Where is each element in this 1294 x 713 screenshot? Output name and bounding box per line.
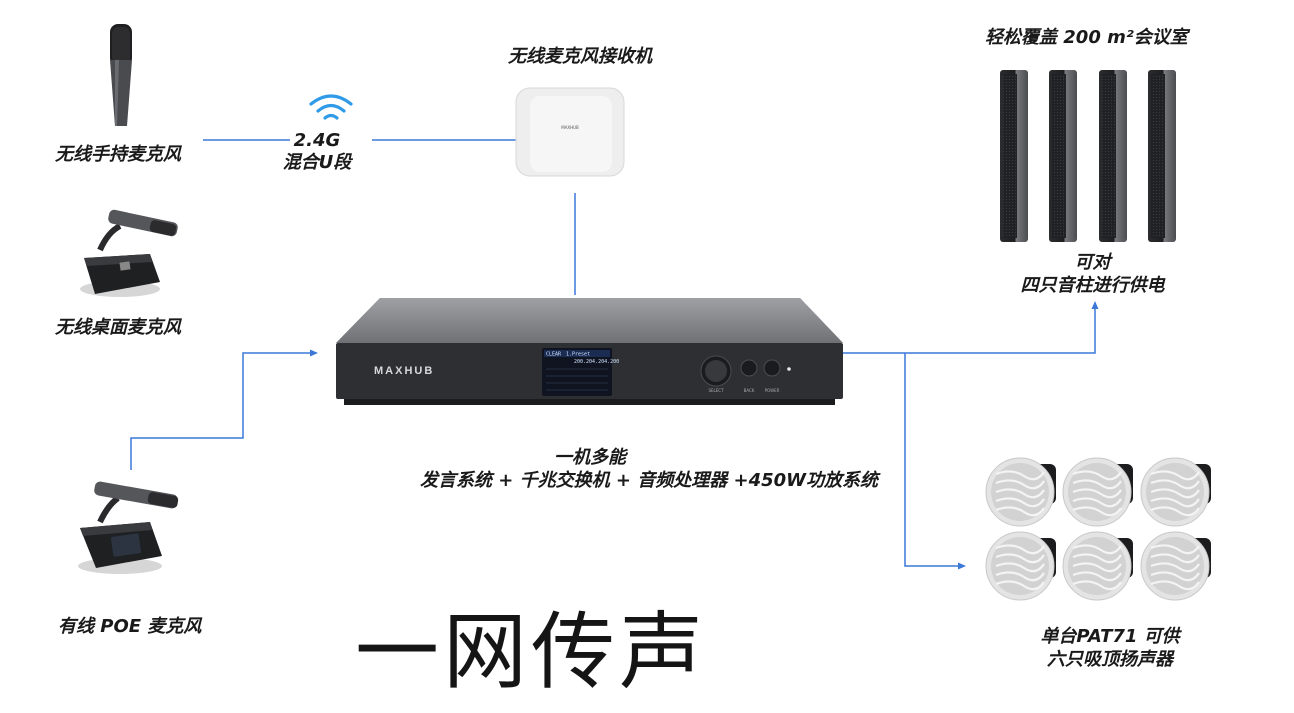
main-unit-device: CLEAR 1.Preset 200.204.204.200 MAXHUB SE…: [336, 298, 843, 405]
ceiling-power-line1: 单台PAT71 可供: [1040, 626, 1180, 647]
column-power-line1: 可对: [1074, 252, 1111, 273]
receiver-label: 无线麦克风接收机: [508, 46, 652, 67]
poe-mic-label: 有线 POE 麦克风: [58, 616, 202, 637]
arrow-to-unit: [310, 349, 318, 357]
ceiling-speaker-icon: [1140, 457, 1211, 527]
wire-unit-to-columns: [843, 308, 1096, 354]
back-button-label: BACK: [744, 388, 755, 393]
power-led-icon: [787, 367, 791, 371]
wifi-band-line2: 混合U段: [282, 151, 352, 173]
slogan-title: 一网传声: [355, 603, 708, 701]
ceiling-power-label: 单台PAT71 可供 六只吸顶扬声器: [1010, 626, 1210, 671]
arrow-to-ceiling: [958, 562, 966, 570]
column-speakers-icon: [1000, 70, 1176, 242]
power-button-label: POWER: [765, 388, 780, 393]
select-button-label: SELECT: [708, 388, 724, 393]
feature-description: 一机多能 发言系统 + 千兆交换机 + 音频处理器 +450W功放系统: [420, 447, 879, 492]
ceiling-speaker-icon: [1062, 457, 1133, 527]
wifi-icon: [309, 94, 353, 120]
ceiling-power-line2: 六只吸顶扬声器: [1047, 648, 1173, 670]
screen-header: CLEAR: [546, 352, 562, 358]
receiver-logo: MAXHUB: [561, 125, 579, 130]
main-unit-brand: MAXHUB: [374, 365, 434, 377]
ceiling-speakers-icon: [985, 457, 1211, 601]
handheld-microphone-icon: [110, 24, 132, 126]
desktop-mic-label: 无线桌面麦克风: [55, 317, 181, 338]
poe-microphone-icon: [78, 481, 179, 574]
column-power-line2: 四只音柱进行供电: [1020, 274, 1165, 296]
feature-title: 一机多能: [554, 447, 626, 468]
wire-poe-to-unit: [130, 352, 312, 470]
wire-unit-to-ceiling: [904, 353, 958, 567]
ceiling-speaker-icon: [1140, 531, 1211, 601]
screen-ip: 200.204.204.200: [574, 359, 619, 365]
coverage-label: 轻松覆盖 200 m²会议室: [985, 27, 1188, 48]
wireless-receiver-icon: MAXHUB: [515, 87, 625, 177]
handheld-mic-label: 无线手持麦克风: [55, 144, 181, 165]
ceiling-speaker-icon: [985, 457, 1056, 527]
ceiling-speaker-icon: [1062, 531, 1133, 601]
feature-desc: 发言系统 + 千兆交换机 + 音频处理器 +450W功放系统: [420, 469, 879, 491]
desktop-microphone-icon: [80, 209, 178, 297]
power-button-icon: [763, 359, 781, 377]
column-power-label: 可对 四只音柱进行供电: [1005, 252, 1180, 297]
wifi-band-line1: 2.4G: [293, 130, 341, 151]
arrow-to-columns: [1091, 301, 1099, 309]
wifi-band-label: 2.4G 混合U段: [277, 130, 357, 173]
back-button-icon: [740, 359, 758, 377]
screen-preset: 1.Preset: [566, 352, 590, 358]
ceiling-speaker-icon: [985, 531, 1056, 601]
